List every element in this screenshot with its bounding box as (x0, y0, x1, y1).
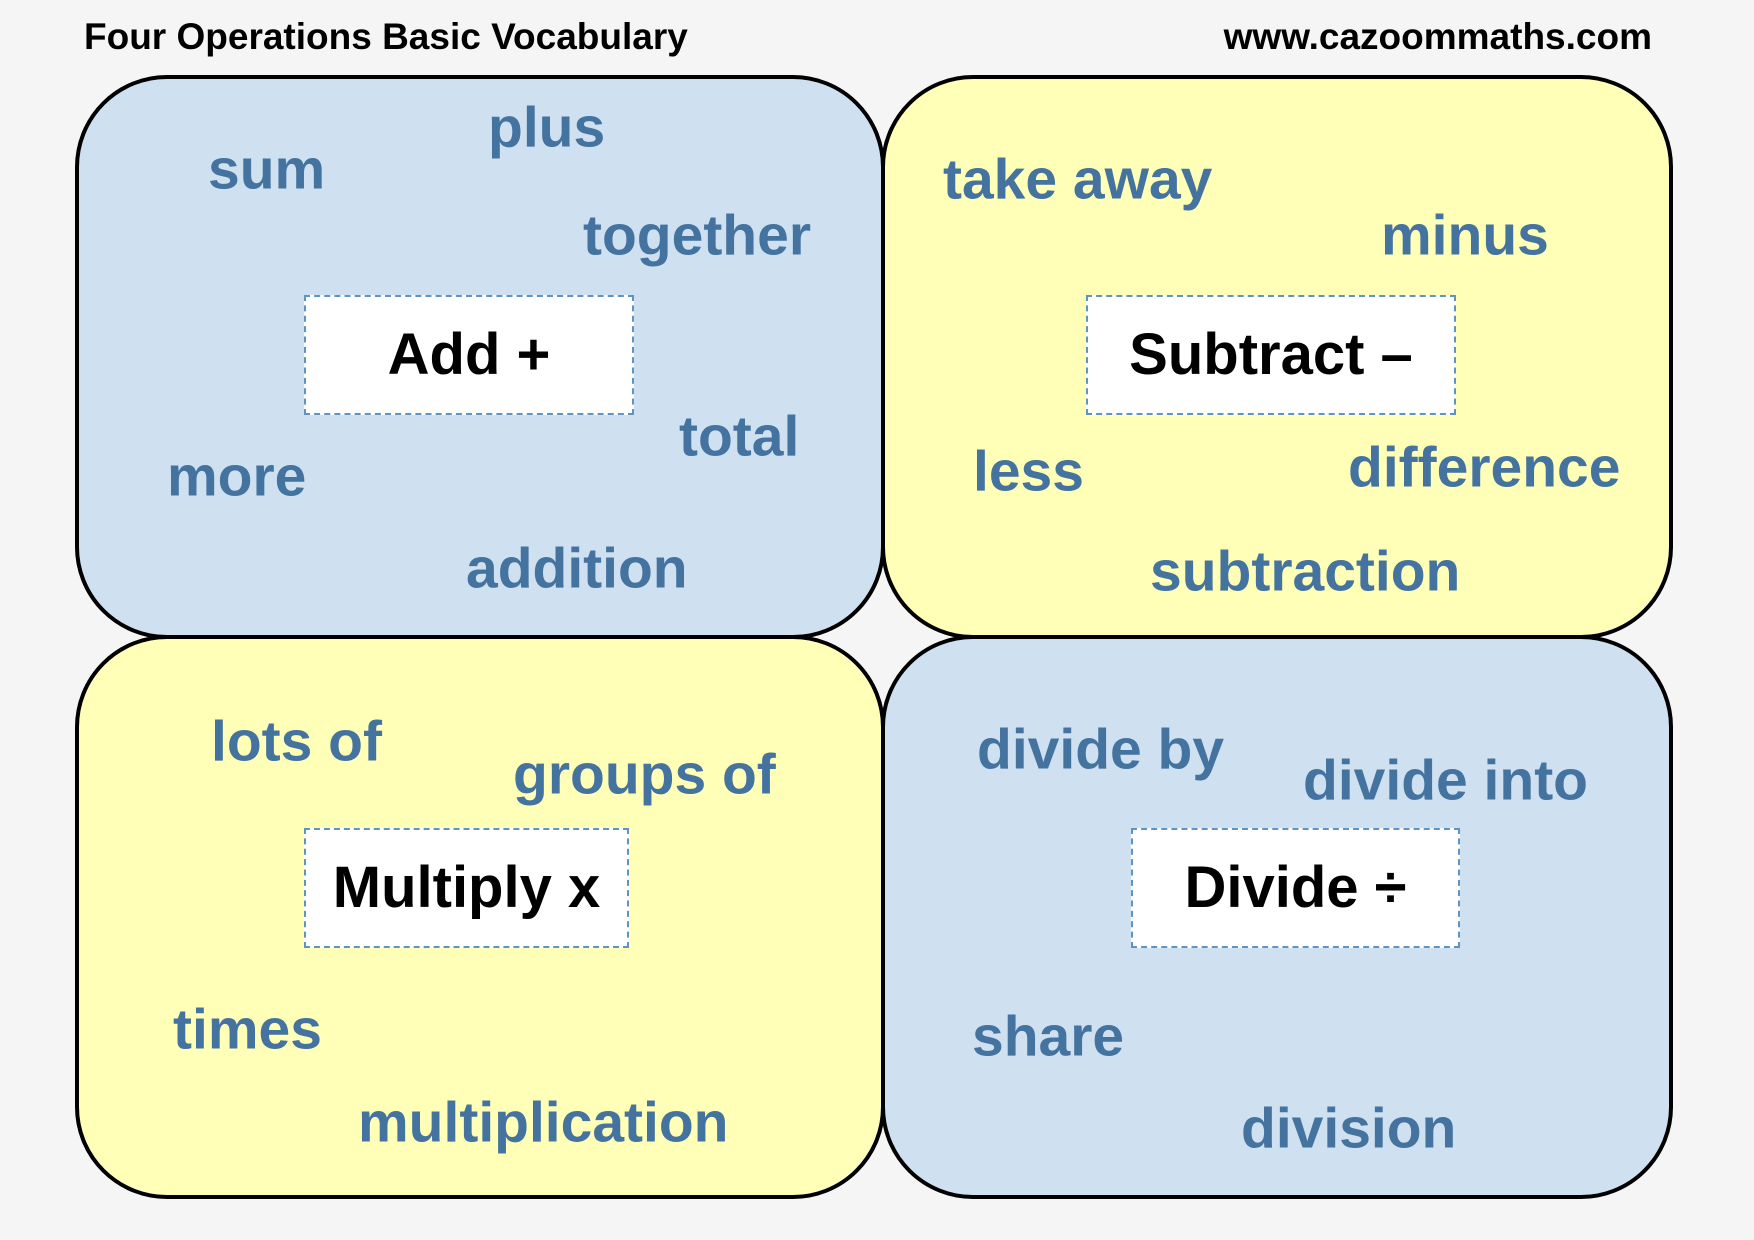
word-less: less (973, 439, 1084, 504)
divide-label: Divide ÷ (1184, 855, 1407, 920)
subtract-operation-box: Subtract – (1086, 295, 1456, 415)
add-label: Add + (387, 322, 551, 387)
word-multiplication: multiplication (358, 1090, 729, 1155)
word-share: share (972, 1004, 1125, 1069)
word-lots-of: lots of (211, 709, 382, 774)
word-divide-by: divide by (977, 717, 1225, 782)
word-together: together (583, 203, 811, 268)
word-sum: sum (208, 137, 326, 202)
word-total: total (679, 404, 800, 469)
page-title: Four Operations Basic Vocabulary (84, 16, 688, 57)
word-division: division (1241, 1096, 1457, 1161)
word-more: more (167, 444, 307, 509)
word-addition: addition (466, 536, 688, 601)
word-plus: plus (488, 95, 606, 160)
multiply-operation-box: Multiply x (304, 828, 629, 948)
word-difference: difference (1348, 435, 1621, 500)
word-divide-into: divide into (1303, 748, 1588, 813)
add-operation-box: Add + (304, 295, 634, 415)
website-url: www.cazoommaths.com (1223, 16, 1652, 57)
word-groups-of: groups of (513, 742, 776, 807)
multiply-label: Multiply x (332, 855, 601, 920)
word-minus: minus (1381, 203, 1549, 268)
word-take-away: take away (943, 147, 1213, 212)
word-times: times (173, 997, 322, 1062)
subtract-label: Subtract – (1129, 322, 1413, 387)
word-subtraction: subtraction (1150, 539, 1461, 604)
divide-operation-box: Divide ÷ (1131, 828, 1460, 948)
